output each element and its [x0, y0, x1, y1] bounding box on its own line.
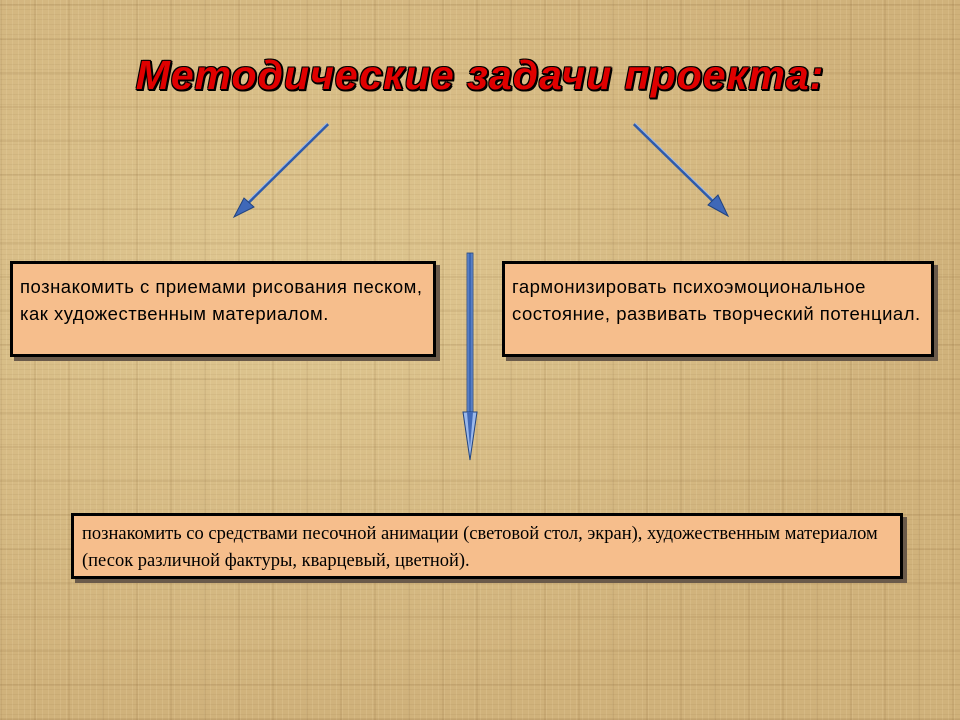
arrow-down	[462, 252, 478, 461]
arrow-left	[232, 122, 330, 219]
task-box-psycho-emotional: гармонизировать психоэмоциональное состо…	[502, 261, 934, 357]
arrow-right	[632, 122, 730, 218]
task-box-sand-drawing: познакомить с приемами рисования песком,…	[10, 261, 436, 357]
page-title: Методические задачи проекта:	[135, 52, 825, 98]
task-box-sand-animation: познакомить со средствами песочной анима…	[71, 513, 903, 579]
